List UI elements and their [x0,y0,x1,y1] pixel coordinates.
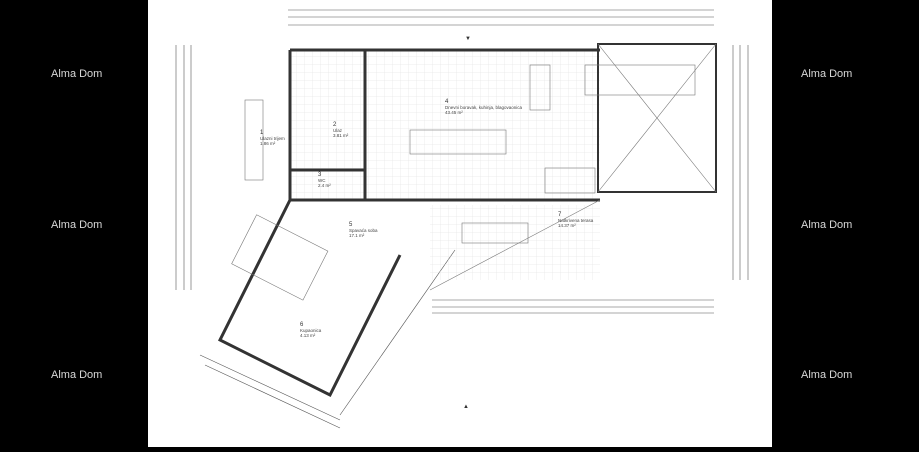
room-6-area: 4.13 m² [300,333,316,338]
furniture [231,43,717,301]
room-6-name: Kupaonica [300,328,322,333]
dimension-lines [175,9,749,429]
living-area-floor [290,50,600,200]
watermark-right-mid: Alma Dom [801,219,853,231]
room-2-name: Ulaz [333,128,343,133]
room-6-number: 6 [300,322,304,328]
floor-plan: ▼ ▲ 1 Ulazni trijem 1.86 m² 2 Ulaz 3.81 … [175,9,749,429]
room-4-name: Dnevni boravak, kuhinja, blagovaonica [445,105,523,110]
room-3-area: 2.4 m² [318,183,331,188]
watermark-left-bottom: Alma Dom [51,369,103,381]
floor-plan-sheet: ▼ ▲ 1 Ulazni trijem 1.86 m² 2 Ulaz 3.81 … [148,0,772,447]
north-marker: ▼ [465,36,471,42]
room-3-name: WC [318,178,326,183]
room-7-area: 14.37 m² [558,223,576,228]
south-marker: ▲ [463,404,469,410]
room-2-area: 3.81 m² [333,133,349,138]
walls [217,43,717,398]
room-2-number: 2 [333,122,337,128]
room-labels: 1 Ulazni trijem 1.86 m² 2 Ulaz 3.81 m² 3… [260,99,594,338]
room-5-number: 5 [349,222,353,228]
room-3-number: 3 [318,172,322,178]
room-1-number: 1 [260,130,264,136]
watermark-right-top: Alma Dom [801,68,853,80]
room-5-area: 17.1 m² [349,233,365,238]
room-7-number: 7 [558,212,562,218]
room-4-number: 4 [445,99,449,105]
watermark-right-bottom: Alma Dom [801,369,853,381]
room-1-area: 1.86 m² [260,141,276,146]
room-4-area: 43.45 m² [445,110,463,115]
watermark-left-mid: Alma Dom [51,219,103,231]
terrace-floor [430,205,600,280]
watermark-left-top: Alma Dom [51,68,103,80]
room-7-name: Natkrivena terasa [558,218,594,223]
room-1-name: Ulazni trijem [260,136,285,141]
room-5-name: Spavaća soba [349,228,378,233]
